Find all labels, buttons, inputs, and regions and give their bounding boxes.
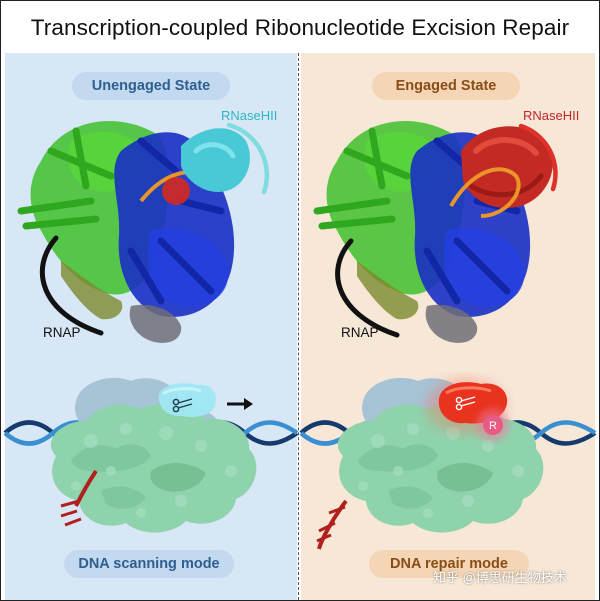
ribonucleotide-marker-label: R (489, 420, 497, 432)
watermark: 知乎 @博思研生物技术 (433, 570, 567, 585)
scanning-mode-label: DNA scanning mode (64, 550, 234, 578)
engaged-state-label: Engaged State (372, 72, 520, 100)
engaged-rnasehii-arc (518, 123, 558, 192)
panel-divider (298, 53, 299, 600)
left-surface-model (50, 377, 257, 533)
ribonucleotide-marker: R (476, 408, 510, 442)
engaged-rnasehii-label: RNaseHII (523, 108, 580, 123)
unengaged-ribbon-structure (17, 121, 250, 343)
engaged-rnap-arc (335, 238, 400, 338)
scissors-icon-engaged (455, 396, 476, 411)
scissors-icon (172, 398, 193, 413)
scanning-direction-arrow (227, 398, 253, 410)
engaged-rnap-label: RNAP (341, 325, 379, 340)
unengaged-rnasehii-arc (226, 122, 270, 195)
unengaged-rnap-arc (39, 235, 104, 336)
engaged-ribbon-structure (313, 121, 553, 343)
unengaged-state-label: Unengaged State (72, 72, 230, 100)
unengaged-rnap-label: RNAP (43, 325, 81, 340)
figure-title: Transcription-coupled Ribonucleotide Exc… (30, 15, 570, 40)
repair-mode-label: DNA repair mode (369, 550, 529, 578)
unengaged-rnasehii-label: RNaseHII (221, 108, 278, 123)
